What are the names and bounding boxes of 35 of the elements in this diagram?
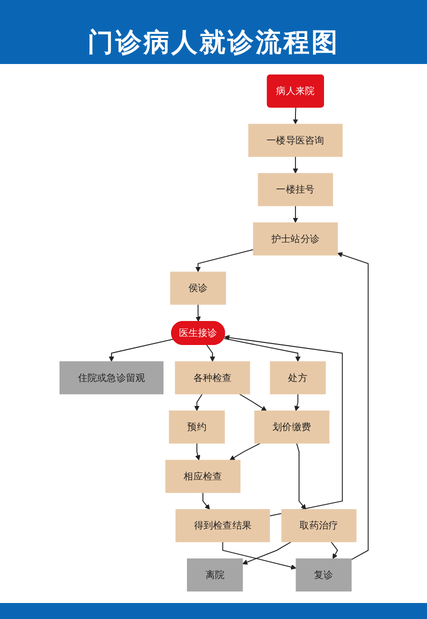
arrow — [222, 541, 296, 570]
node-box: 护士站分诊 — [252, 222, 338, 256]
arrow — [330, 541, 338, 559]
arrow — [296, 442, 306, 510]
node-box: 住院或急诊留观 — [59, 361, 163, 394]
arrow — [292, 107, 298, 124]
node-box: 离院 — [186, 558, 242, 592]
arrow — [224, 334, 342, 516]
arrow — [294, 394, 300, 412]
arrow — [336, 252, 368, 560]
arrow — [194, 442, 200, 460]
arrow — [222, 338, 300, 362]
arrow — [194, 249, 254, 272]
node-box: 一楼导医咨询 — [248, 124, 342, 157]
arrow — [206, 344, 215, 362]
arrow — [292, 205, 298, 223]
node-box: 复诊 — [295, 558, 352, 592]
arrow — [108, 338, 174, 362]
arrow — [242, 541, 292, 565]
arrow — [229, 442, 260, 460]
node-box: 预约 — [168, 410, 224, 444]
arrow — [194, 394, 202, 412]
node-box: 相应检查 — [164, 460, 240, 493]
node-box: 一楼挂号 — [257, 173, 333, 206]
title: 门诊病人就诊流程图 — [88, 27, 340, 60]
arrow — [202, 492, 210, 510]
arrow — [292, 156, 298, 174]
arrow — [195, 304, 200, 322]
node-box: 侯诊 — [170, 272, 226, 305]
node-box: 处方 — [269, 361, 326, 394]
arrow — [238, 394, 266, 412]
node-box: 取药治疗 — [280, 509, 356, 542]
node-box: 各种检查 — [174, 361, 250, 394]
node-box: 划价缴费 — [254, 410, 329, 444]
node-box: 得到检查结果 — [175, 509, 270, 542]
